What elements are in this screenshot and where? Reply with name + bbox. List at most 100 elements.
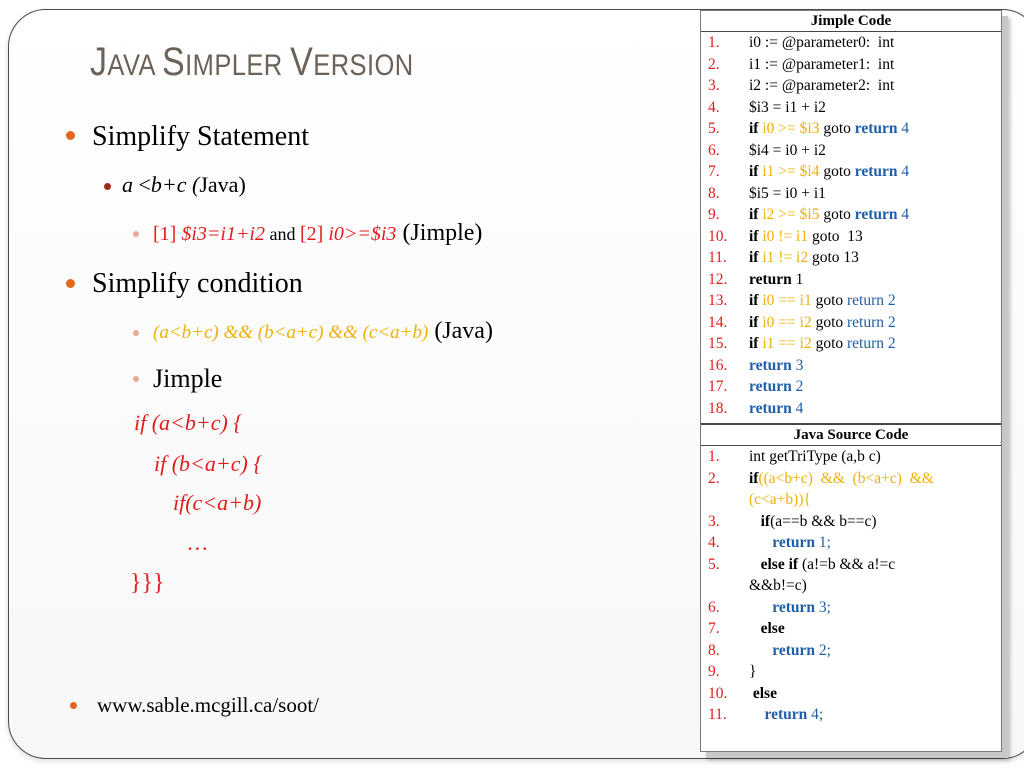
jimple-line: 12.return 1 [701, 269, 1001, 291]
line-code: i1 := @parameter1: int [749, 55, 895, 73]
line-number: 3. [708, 512, 720, 530]
line-code: &&b!=c) [749, 577, 807, 594]
line-number: 3. [708, 77, 720, 94]
line-code: if i1 != i2 goto 13 [749, 249, 859, 266]
line-code: $i4 = i0 + i2 [749, 141, 826, 159]
jimple-line: 9. if i2 >= $i5 goto return 4 [701, 204, 1001, 226]
line-number: 4. [708, 98, 720, 116]
java-line: 7. else [701, 618, 1001, 640]
bullet-dot [66, 279, 75, 288]
line-code: return 2; [749, 641, 831, 659]
jimple-line: 4.$i3 = i1 + i2 [701, 97, 1001, 119]
jimple-line: 13. if i0 == i1 goto return 2 [701, 290, 1001, 312]
line-code: return 4; [749, 706, 824, 723]
line-number: 1. [708, 448, 720, 465]
java-line: 8. return 2; [701, 640, 1001, 662]
jimple-header: Jimple Code [701, 11, 1001, 32]
bullet-dot [70, 702, 77, 709]
jimple-line: 6.$i4 = i0 + i2 [701, 140, 1001, 162]
java-line: 3. if(a==b && b==c) [701, 511, 1001, 533]
jimple-line: 16.return 3 [701, 355, 1001, 377]
line-number: 8. [708, 641, 720, 659]
jimple-line: 7.if i1 >= $i4 goto return 4 [701, 161, 1001, 183]
divider [701, 423, 1001, 425]
line-code: else [749, 620, 785, 637]
line-code: else [749, 684, 777, 702]
bullet-dot [133, 330, 139, 336]
line-code: if(a==b && b==c) [749, 512, 877, 530]
bullet-jimple-statements: [1] $i3=i1+i2 and [2] i0>=$i3 (Jimple) [153, 220, 483, 246]
line-code: i0 := @parameter0: int [749, 34, 895, 51]
jimple-line: 10. if i0 != i1 goto 13 [701, 226, 1001, 248]
line-number: 10. [708, 684, 728, 702]
line-number: 11. [708, 249, 727, 266]
java-line: 5. else if (a!=b && a!=c [701, 554, 1001, 576]
code-line-ellipsis: … [188, 530, 208, 555]
bullet-simplify-condition: Simplify condition [92, 268, 303, 299]
bullet-dot [133, 376, 139, 382]
line-number: 15. [708, 335, 728, 352]
line-number: 11. [708, 706, 727, 723]
line-number: 18. [708, 399, 728, 417]
java-line: 11. return 4; [701, 704, 1001, 726]
bullet-dot [66, 131, 75, 140]
line-code: $i5 = i0 + i1 [749, 184, 826, 202]
jimple-code-list: 1. i0 := @parameter0: int 2.i1 := @paramet… [701, 32, 1001, 419]
line-code: if i0 >= $i3 goto return 4 [749, 120, 910, 137]
line-number: 7. [708, 163, 720, 180]
line-number: 1. [708, 34, 720, 51]
line-number: 7. [708, 620, 720, 637]
line-code: if i2 >= $i5 goto return 4 [749, 206, 910, 223]
java-line: (c<a+b)){ [701, 489, 1001, 511]
line-code: if i0 == i2 goto return 2 [749, 313, 896, 331]
code-line-3: if(c<a+b) [173, 490, 262, 515]
jimple-line: 2.i1 := @parameter1: int [701, 54, 1001, 76]
line-code: (c<a+b)){ [749, 491, 811, 508]
jimple-line: 18. return 4 [701, 398, 1001, 420]
line-number: 14. [708, 313, 728, 331]
line-code: return 3; [749, 598, 831, 616]
line-code: else if (a!=b && a!=c [749, 555, 896, 573]
line-code: return 2 [749, 378, 804, 395]
bullet-java-condition: (a<b+c) && (b<a+c) && (c<a+b) (Java) [153, 318, 493, 344]
java-line: 6. return 3; [701, 597, 1001, 619]
line-number: 17. [708, 378, 728, 395]
line-number: 9. [708, 206, 720, 223]
bullet-java-expression: a <b+c (Java) [122, 172, 246, 197]
line-number: 12. [708, 270, 728, 288]
line-code: int getTriType (a,b c) [749, 448, 881, 465]
jimple-line: 5. if i0 >= $i3 goto return 4 [701, 118, 1001, 140]
line-number: 4. [708, 534, 720, 551]
java-line: &&b!=c) [701, 575, 1001, 597]
line-code: return 1; [749, 534, 831, 551]
code-line-1: if (a<b+c) { [134, 410, 243, 435]
java-header: Java Source Code [701, 425, 1001, 446]
line-number: 5. [708, 120, 720, 137]
soot-link[interactable]: www.sable.mcgill.ca/soot/ [97, 693, 320, 717]
line-code: if i1 == i2 goto return 2 [749, 335, 896, 352]
bullet-jimple: Jimple [153, 364, 223, 393]
slide-title: JAVA SIMPLER VERSION [90, 40, 414, 84]
bullet-dot [104, 183, 111, 190]
java-code-list: 1.int getTriType (a,b c)2.if((a<b+c) && … [701, 446, 1001, 726]
line-code: if i0 == i1 goto return 2 [749, 292, 896, 309]
line-number: 9. [708, 663, 720, 680]
line-code: if i0 != i1 goto 13 [749, 227, 863, 245]
line-number: 13. [708, 292, 728, 309]
line-code: return 4 [749, 399, 804, 417]
code-comparison-panel: Jimple Code 1. i0 := @parameter0: int 2.i1… [700, 10, 1002, 752]
jimple-line: 17. return 2 [701, 376, 1001, 398]
java-line: 4. return 1; [701, 532, 1001, 554]
line-code: i2 := @parameter2: int [749, 77, 895, 94]
line-number: 10. [708, 227, 728, 245]
code-line-close: }}} [130, 570, 165, 596]
bullet-simplify-statement: Simplify Statement [92, 121, 309, 152]
java-line: 1. int getTriType (a,b c) [701, 446, 1001, 468]
java-line: 9.} [701, 661, 1001, 683]
bullet-dot [133, 231, 139, 237]
jimple-line: 8.$i5 = i0 + i1 [701, 183, 1001, 205]
line-code: if((a<b+c) && (b<a+c) && [749, 469, 934, 487]
jimple-line: 1. i0 := @parameter0: int [701, 32, 1001, 54]
line-number: 16. [708, 356, 728, 374]
java-line: 10. else [701, 683, 1001, 705]
